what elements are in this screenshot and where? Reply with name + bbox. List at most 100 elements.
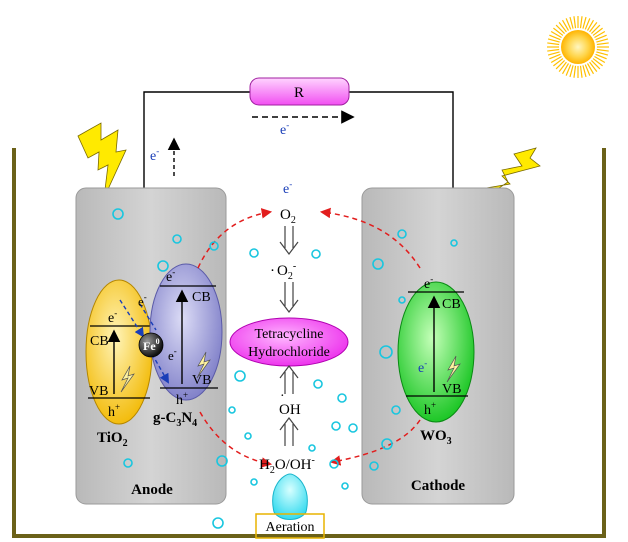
tio2-to-fe-arrow (139, 303, 157, 331)
bubble (212, 517, 224, 529)
bubble (172, 234, 182, 244)
bubble (112, 208, 124, 220)
bubble (329, 459, 339, 469)
double-arrow-down (279, 226, 299, 255)
sun-ray (584, 64, 591, 76)
aeration-bubble-icon (272, 473, 308, 520)
gcn-cb-label: CB (192, 290, 211, 305)
sun-ray (561, 19, 570, 31)
light-icon (446, 355, 461, 383)
sun-ray (573, 16, 577, 29)
fe0-nanoparticle (138, 332, 164, 358)
fe-electron-bottom: e- (168, 346, 177, 363)
gcn-vb-label: VB (192, 373, 211, 388)
wo3-electron-mid: e- (418, 358, 427, 376)
wo3-catalyst (397, 281, 475, 423)
cathode-label: Cathode (411, 478, 466, 494)
bubble (250, 478, 258, 486)
hydroxyl-dot: · (280, 389, 285, 404)
bubble (313, 379, 323, 389)
bubble (372, 258, 384, 270)
tio2-vb-label: VB (89, 384, 108, 399)
water-label: H2O/OH- (259, 455, 315, 476)
sun-ray (558, 22, 567, 33)
bubble (228, 406, 236, 414)
sun-ray (549, 53, 561, 60)
gcn-hole: h+ (176, 390, 188, 408)
bubble (209, 241, 219, 251)
bubble (398, 296, 406, 304)
sun-ray (547, 42, 560, 46)
bubble (331, 421, 341, 431)
sun-ray (555, 24, 565, 34)
double-arrow-up (279, 417, 299, 446)
bubble (249, 248, 259, 258)
external-circuit-wire (143, 91, 454, 196)
wo3-cb-label: CB (442, 297, 461, 312)
sun-ray (594, 30, 606, 39)
bubble (244, 432, 252, 440)
sun-ray (561, 63, 570, 75)
sun-ray (565, 18, 572, 30)
cathode-to-o2-arrow (319, 207, 421, 269)
resistor-label: R (294, 85, 304, 101)
sun-ray (591, 60, 601, 70)
sun-ray (569, 65, 574, 78)
sun-ray (547, 38, 560, 43)
wo3-label: WO3 (420, 428, 452, 447)
sun-ray (595, 34, 607, 41)
bubble (450, 239, 458, 247)
bubble (311, 249, 321, 259)
sun-ray (569, 16, 574, 29)
gcn-label: g-C3N4 (153, 410, 197, 429)
sun-icon (547, 16, 609, 78)
sun-ray (591, 24, 601, 34)
light-icon (196, 351, 211, 379)
pollutant-line2: Hydrochloride (248, 345, 330, 360)
fe0-label: Fe0 (143, 337, 160, 353)
sun-ray (589, 61, 598, 72)
bubble (391, 405, 401, 415)
sun-ray (547, 51, 560, 56)
sun-ray (596, 48, 609, 52)
sun-ray (553, 27, 564, 36)
bubble (157, 260, 169, 272)
sun-ray (582, 16, 587, 29)
tio2-electron: e- (108, 308, 117, 326)
fe-to-gcn-arrow (151, 353, 169, 384)
circuit-electron-label: e- (280, 120, 289, 138)
bubble (397, 229, 407, 239)
reactor-tank (12, 148, 606, 538)
sun-ray (579, 16, 583, 29)
bubble (381, 438, 393, 450)
double-arrow-up (279, 365, 299, 394)
sun-ray (596, 51, 609, 56)
gcn-electron: e- (166, 267, 175, 285)
tio2-cb-label: CB (90, 334, 109, 349)
double-arrow-down (279, 282, 299, 313)
sun-ray (553, 58, 564, 67)
bubble (341, 482, 349, 490)
bubble (123, 458, 133, 468)
sun-ray (596, 38, 609, 43)
aeration-label: Aeration (266, 520, 315, 535)
sun-ray (594, 55, 606, 64)
sun-ray (582, 65, 587, 78)
tio2-hole: h+ (108, 402, 120, 420)
tio2-to-fe-arrow (119, 299, 145, 338)
sun-ray (555, 60, 565, 70)
sun-ray (592, 27, 603, 36)
bubble (337, 393, 347, 403)
center-electron-label: e- (283, 179, 292, 197)
fe-electron-top: e- (138, 292, 147, 309)
sun-ray (586, 63, 595, 75)
hydroxyl-label: OH (279, 402, 301, 418)
bubble-group (112, 208, 458, 529)
superoxide-label: ·O2- (270, 261, 296, 282)
sun-ray (595, 53, 607, 60)
wo3-electron-cb: e- (424, 274, 433, 292)
anode-electron-label: e- (150, 146, 159, 164)
sun-ray (584, 18, 591, 30)
anode-to-o2-arrow (197, 208, 273, 269)
